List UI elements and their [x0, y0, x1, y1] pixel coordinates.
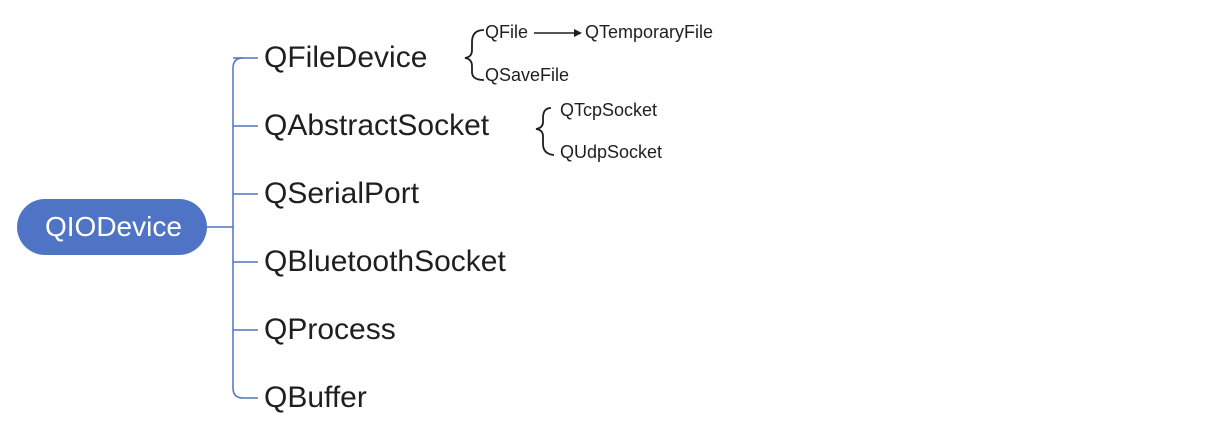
node-qserialport: QSerialPort [264, 177, 420, 210]
brace-qfiledevice [464, 29, 485, 81]
node-qbuffer: QBuffer [264, 381, 367, 414]
inheritance-arrow-head [574, 29, 582, 37]
node-qabstractsocket: QAbstractSocket [264, 109, 490, 142]
root-node-qiodevice: QIODevice [17, 199, 207, 255]
node-qprocess: QProcess [264, 313, 396, 346]
node-qfile: QFile [485, 22, 529, 42]
node-qtcpsocket: QTcpSocket [560, 100, 658, 120]
node-qbluetoothsocket: QBluetoothSocket [264, 245, 506, 278]
trunk-line [232, 57, 244, 399]
brace-qabstractsocket [535, 107, 555, 156]
node-qfiledevice: QFileDevice [264, 41, 428, 74]
root-label: QIODevice [45, 211, 182, 242]
node-qudpsocket: QUdpSocket [560, 142, 663, 162]
node-qtemporaryfile: QTemporaryFile [585, 22, 714, 42]
node-qsavefile: QSaveFile [485, 65, 570, 85]
